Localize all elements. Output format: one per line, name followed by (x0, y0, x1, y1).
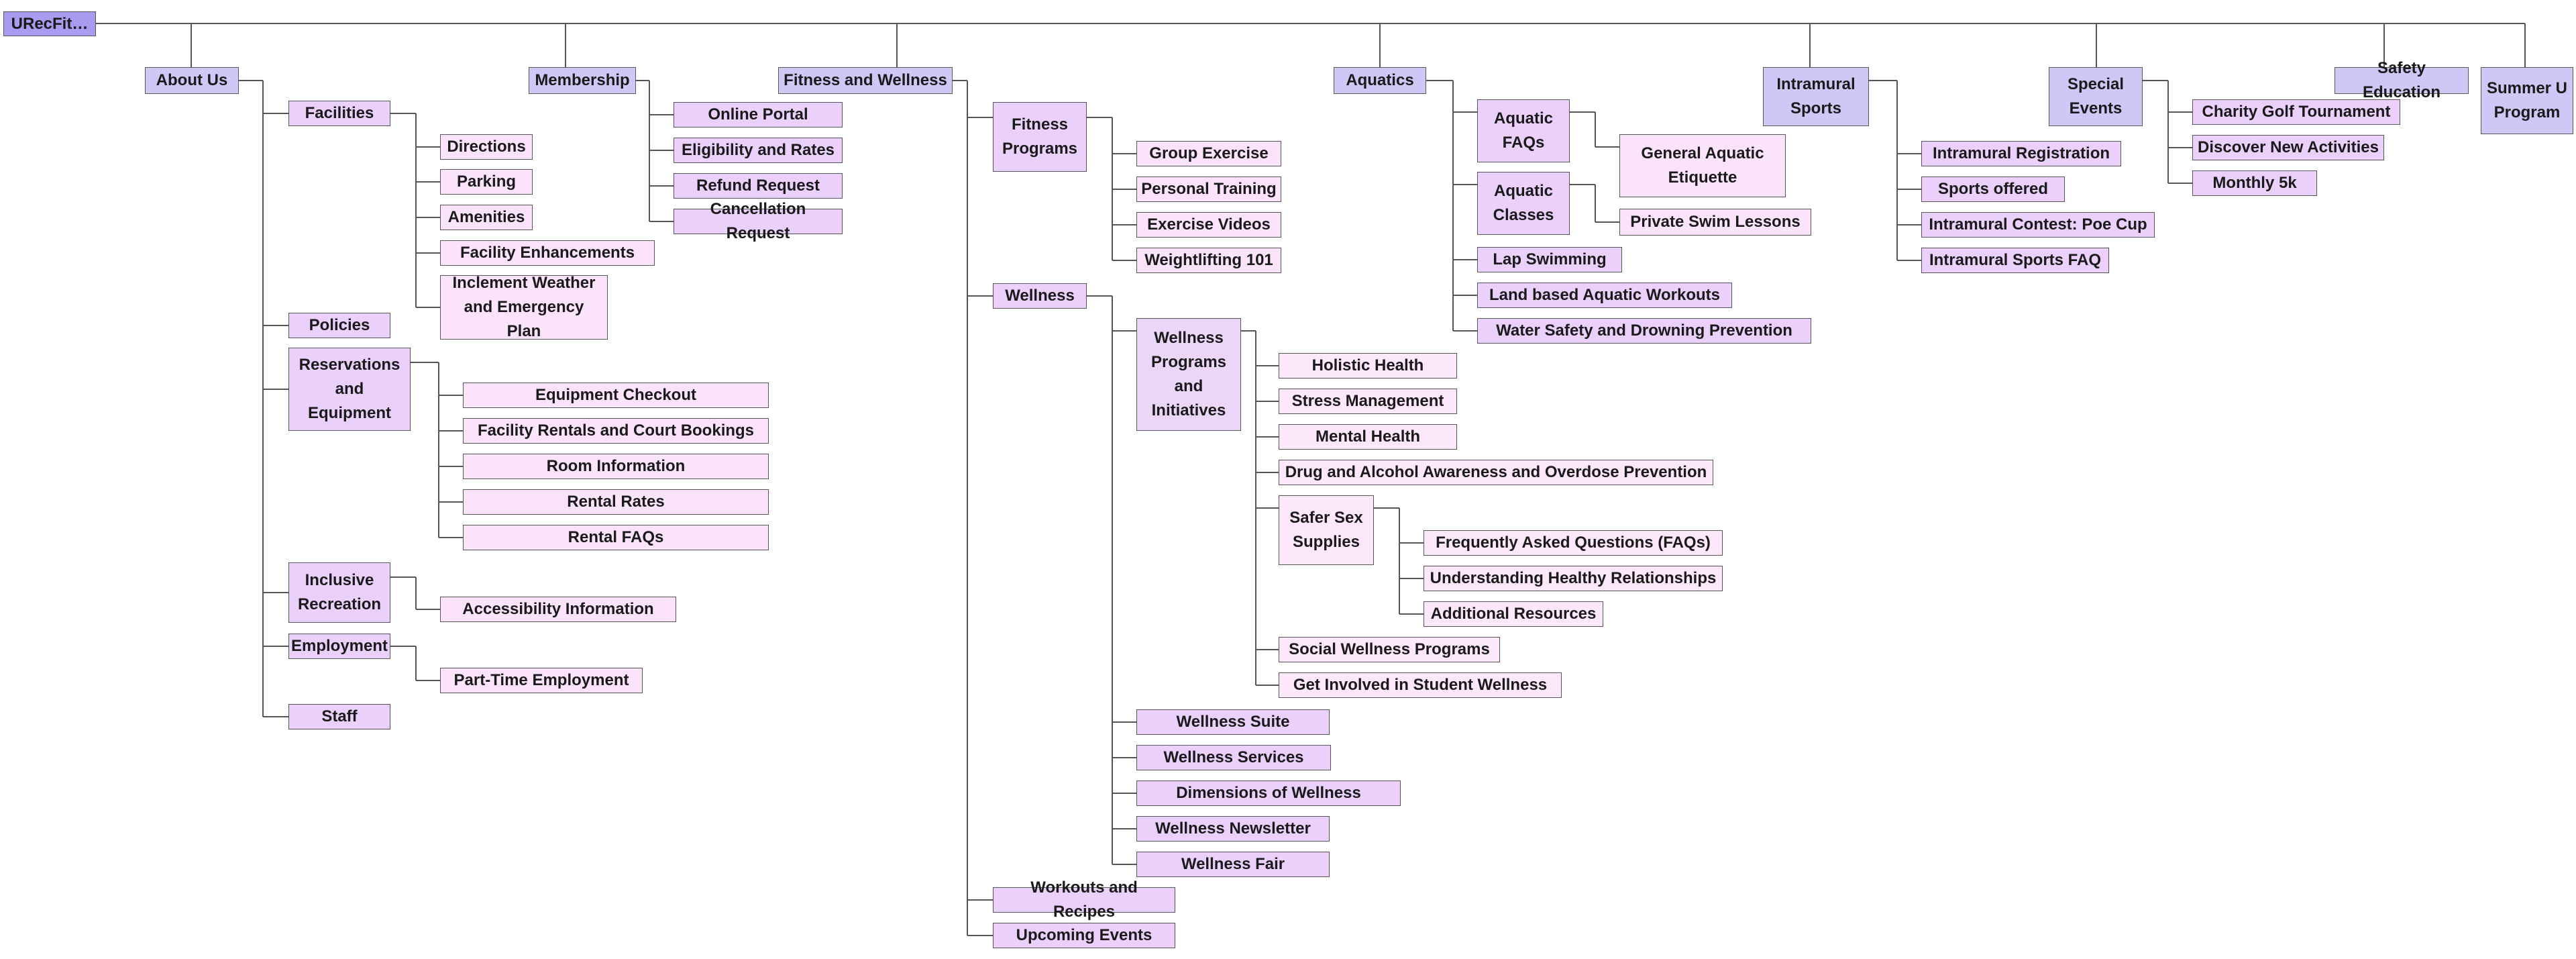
node-upcoming-events[interactable]: Upcoming Events (993, 923, 1175, 948)
node-inclement-weather[interactable]: Inclement Weather and Emergency Plan (440, 274, 608, 340)
node-exercise-videos[interactable]: Exercise Videos (1136, 212, 1281, 238)
node-water-safety[interactable]: Water Safety and Drowning Prevention (1477, 318, 1811, 344)
node-directions[interactable]: Directions (440, 134, 533, 160)
node-about-us[interactable]: About Us (145, 67, 239, 94)
node-fitness-wellness[interactable]: Fitness and Wellness (778, 67, 953, 94)
node-social-wellness[interactable]: Social Wellness Programs (1279, 637, 1500, 662)
node-fitness-programs[interactable]: Fitness Programs (993, 102, 1087, 172)
node-part-time[interactable]: Part-Time Employment (440, 668, 643, 693)
node-drug-alcohol[interactable]: Drug and Alcohol Awareness and Overdose … (1279, 460, 1713, 485)
node-group-exercise[interactable]: Group Exercise (1136, 141, 1281, 166)
node-accessibility[interactable]: Accessibility Information (440, 597, 676, 622)
node-poe-cup[interactable]: Intramural Contest: Poe Cup (1921, 212, 2155, 238)
node-inclusive-recreation[interactable]: Inclusive Recreation (288, 562, 390, 623)
node-stress-management[interactable]: Stress Management (1279, 389, 1457, 414)
node-weightlifting[interactable]: Weightlifting 101 (1136, 248, 1281, 273)
node-wellness-suite[interactable]: Wellness Suite (1136, 709, 1330, 735)
node-mental-health[interactable]: Mental Health (1279, 424, 1457, 450)
node-amenities[interactable]: Amenities (440, 205, 533, 230)
node-aquatic-classes[interactable]: Aquatic Classes (1477, 172, 1570, 235)
node-safer-sex[interactable]: Safer Sex Supplies (1279, 495, 1374, 565)
node-intramural-faq[interactable]: Intramural Sports FAQ (1921, 248, 2109, 273)
node-rental-faqs[interactable]: Rental FAQs (463, 525, 769, 550)
node-special-events[interactable]: Special Events (2049, 67, 2143, 126)
node-faqs[interactable]: Frequently Asked Questions (FAQs) (1424, 530, 1723, 556)
node-land-workouts[interactable]: Land based Aquatic Workouts (1477, 283, 1732, 308)
node-workouts-recipes[interactable]: Workouts and Recipes (993, 878, 1175, 921)
node-sports-offered[interactable]: Sports offered (1921, 176, 2065, 202)
node-dimensions[interactable]: Dimensions of Wellness (1136, 780, 1401, 806)
node-cancellation[interactable]: Cancellation Request (674, 200, 843, 242)
node-safety-education[interactable]: Safety Education (2334, 59, 2469, 101)
node-facilities[interactable]: Facilities (288, 101, 390, 126)
node-charity-golf[interactable]: Charity Golf Tournament (2192, 99, 2400, 125)
node-wellness-programs[interactable]: Wellness Programs and Initiatives (1136, 318, 1241, 431)
node-staff[interactable]: Staff (288, 704, 390, 729)
node-wellness-fair[interactable]: Wellness Fair (1136, 852, 1330, 877)
node-aquatic-faqs[interactable]: Aquatic FAQs (1477, 99, 1570, 162)
node-holistic-health[interactable]: Holistic Health (1279, 353, 1457, 378)
node-intramural-registration[interactable]: Intramural Registration (1921, 141, 2121, 166)
node-wellness-services[interactable]: Wellness Services (1136, 745, 1331, 770)
node-summer-u[interactable]: Summer U Program (2481, 67, 2573, 134)
node-get-involved[interactable]: Get Involved in Student Wellness (1279, 672, 1562, 698)
node-root[interactable]: URecFit… (3, 11, 96, 36)
node-online-portal[interactable]: Online Portal (674, 102, 843, 128)
node-aquatics[interactable]: Aquatics (1334, 67, 1426, 94)
node-policies[interactable]: Policies (288, 313, 390, 338)
node-private-swim[interactable]: Private Swim Lessons (1619, 209, 1811, 236)
node-additional-resources[interactable]: Additional Resources (1424, 601, 1603, 627)
node-new-activities[interactable]: Discover New Activities (2192, 135, 2384, 160)
node-wellness[interactable]: Wellness (993, 283, 1087, 309)
node-parking[interactable]: Parking (440, 169, 533, 195)
node-intramural-sports[interactable]: Intramural Sports (1763, 67, 1869, 126)
node-facility-enhancements[interactable]: Facility Enhancements (440, 240, 655, 266)
node-equipment-checkout[interactable]: Equipment Checkout (463, 383, 769, 408)
node-rental-rates[interactable]: Rental Rates (463, 489, 769, 515)
node-healthy-relationships[interactable]: Understanding Healthy Relationships (1424, 566, 1723, 591)
node-refund[interactable]: Refund Request (674, 173, 843, 199)
node-membership[interactable]: Membership (529, 67, 636, 94)
node-lap-swimming[interactable]: Lap Swimming (1477, 247, 1622, 272)
node-monthly-5k[interactable]: Monthly 5k (2192, 170, 2317, 196)
node-general-etiquette[interactable]: General Aquatic Etiquette (1619, 134, 1786, 197)
node-room-information[interactable]: Room Information (463, 454, 769, 479)
node-employment[interactable]: Employment (288, 634, 390, 659)
node-eligibility[interactable]: Eligibility and Rates (674, 138, 843, 163)
node-facility-rentals[interactable]: Facility Rentals and Court Bookings (463, 418, 769, 444)
node-newsletter[interactable]: Wellness Newsletter (1136, 816, 1330, 842)
node-personal-training[interactable]: Personal Training (1136, 176, 1281, 202)
node-reservations[interactable]: Reservations and Equipment (288, 348, 411, 431)
